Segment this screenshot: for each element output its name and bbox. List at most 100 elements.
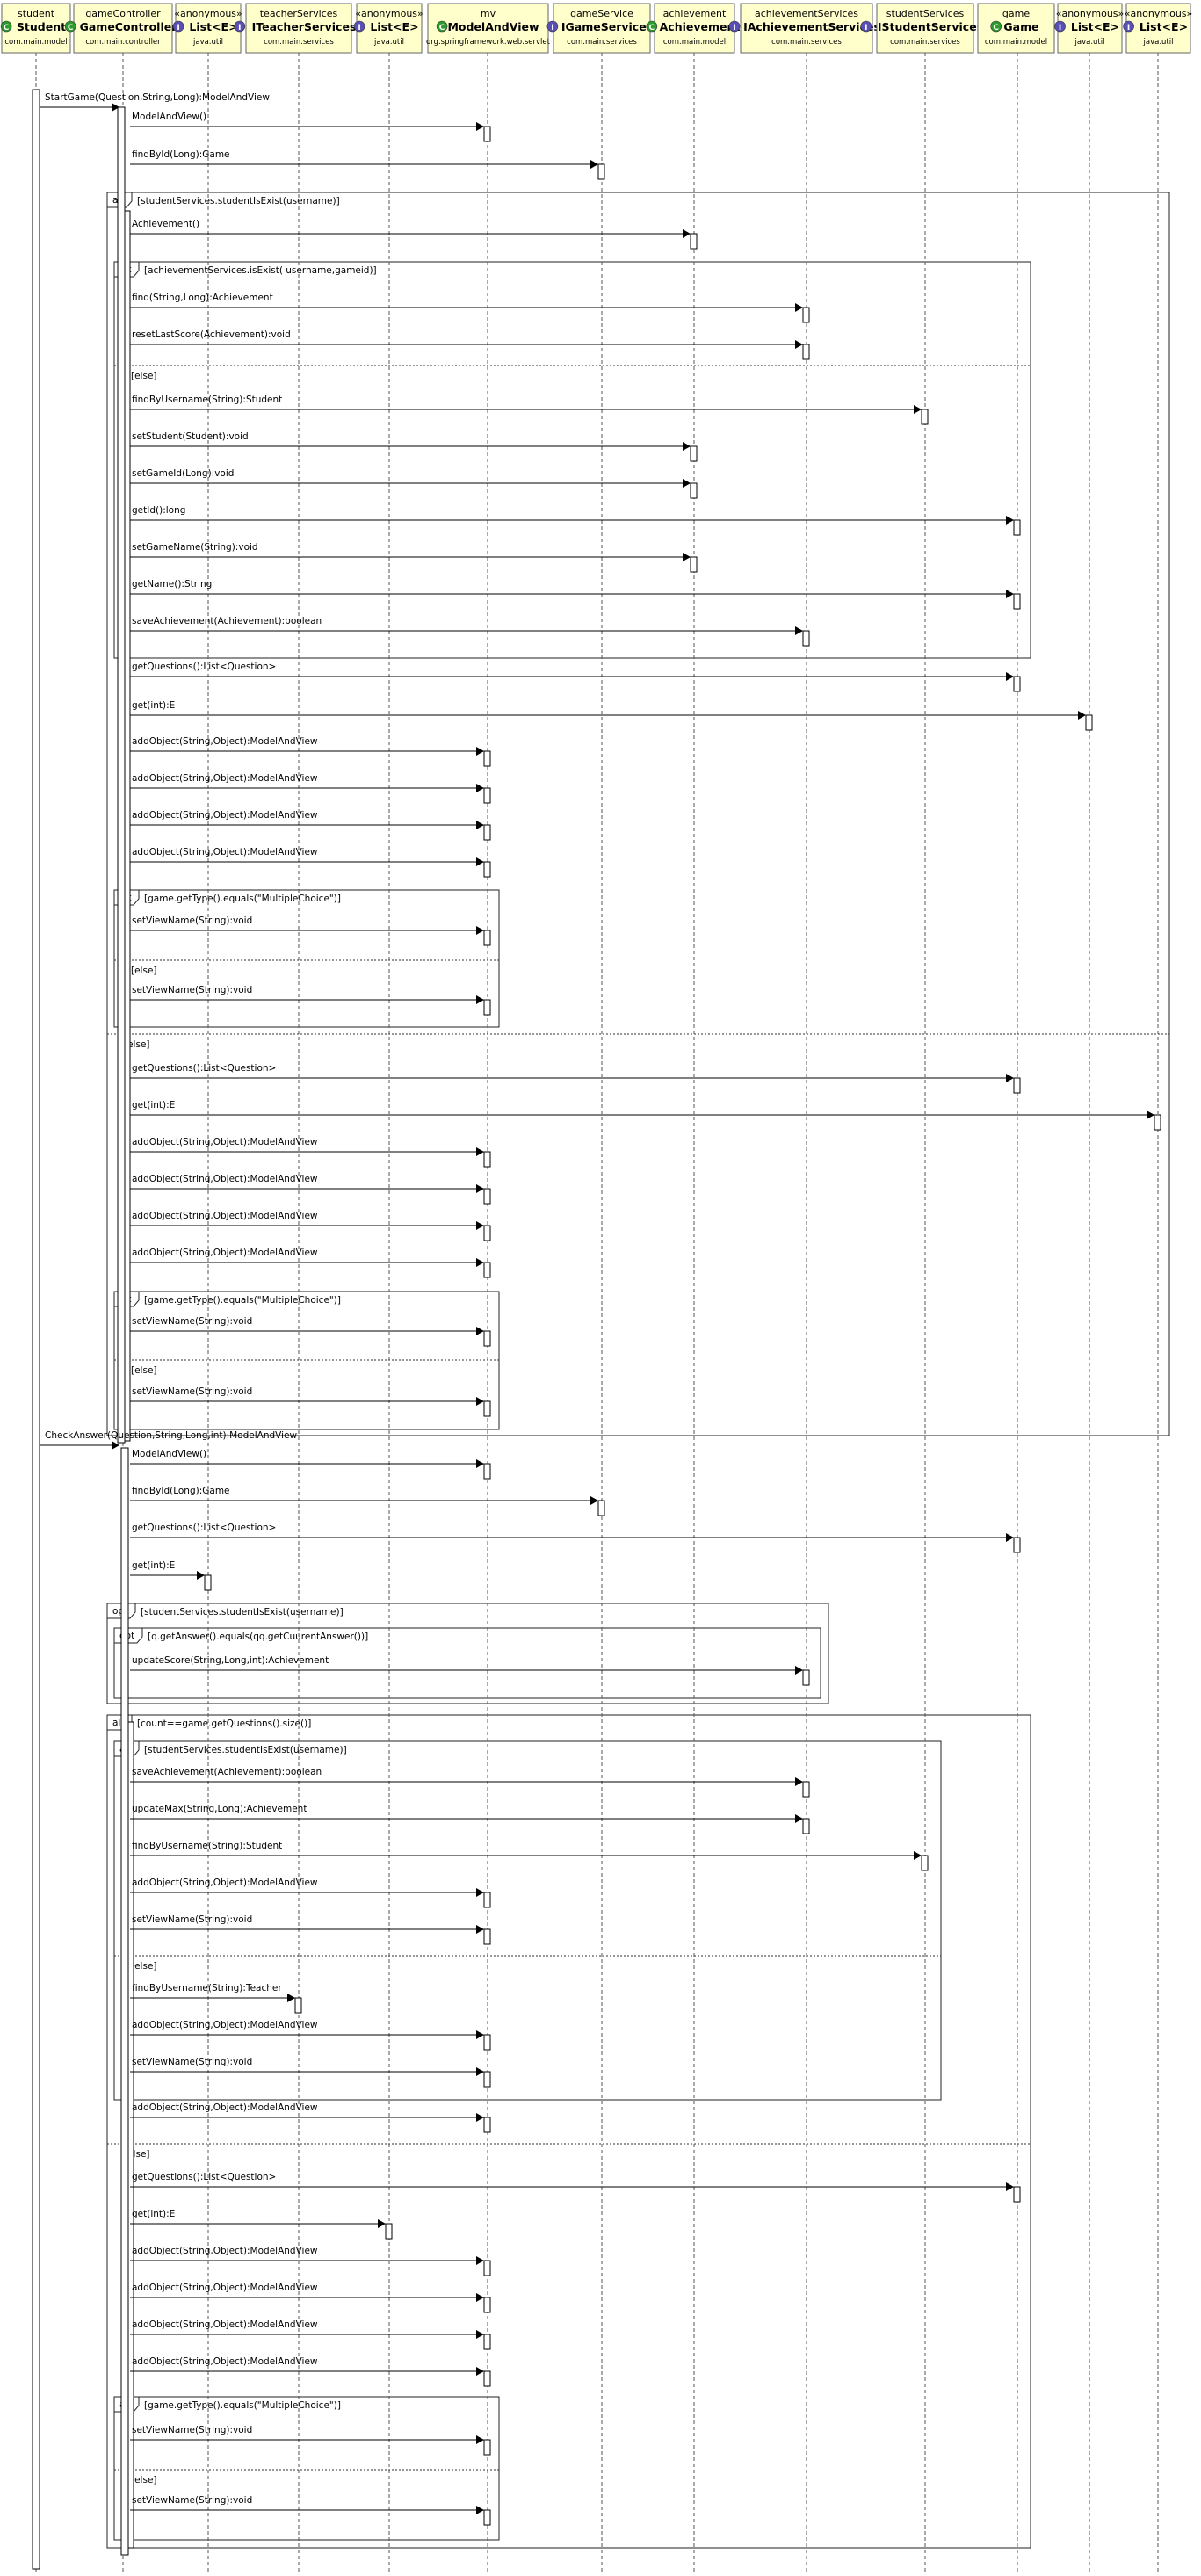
participant-package: com.main.services: [890, 38, 960, 47]
message-arrowhead: [914, 1851, 922, 1860]
activation-bar: [690, 482, 698, 499]
messages-layer: StartGame(Question,String,Long):ModelAnd…: [40, 92, 1161, 2526]
message-arrowhead: [590, 160, 598, 169]
message: setViewName(String):void: [130, 2495, 491, 2526]
participant-instance-name: achievementServices: [755, 8, 858, 19]
participant-box: [427, 3, 549, 54]
message-arrowhead: [476, 2030, 484, 2039]
participant-type-name: IAchievementServices: [743, 20, 880, 33]
interface-icon-glyph: I: [865, 24, 867, 33]
message: setStudent(Student):void: [130, 431, 698, 462]
message: setViewName(String):void: [130, 985, 491, 1016]
interface-icon-glyph: I: [358, 24, 360, 33]
message-arrowhead: [112, 103, 119, 112]
message: getQuestions():List<Question>: [130, 2172, 1021, 2203]
fragments-layer: alt[studentServices.studentIsExist(usern…: [106, 192, 1170, 2549]
interface-icon-glyph: I: [551, 24, 553, 33]
fragment-alt: alt[game.getType().equals("MultipleChoic…: [113, 889, 500, 1028]
message-arrowhead: [1006, 590, 1014, 598]
activation-student: [32, 89, 40, 2570]
message: getName():String: [130, 579, 1021, 610]
fragment-else-guard: [else]: [131, 2475, 157, 2486]
message: findById(Long):Game: [130, 149, 605, 180]
activation-bar: [483, 999, 491, 1016]
activation-bar: [483, 1463, 491, 1480]
participant-type-name: List<E>: [189, 20, 237, 33]
participant-package: com.main.model: [985, 38, 1047, 47]
message-label: addObject(String,Object):ModelAndView: [132, 2246, 318, 2256]
message-arrowhead: [795, 303, 803, 312]
message-arrowhead: [683, 479, 691, 488]
message-label: addObject(String,Object):ModelAndView: [132, 2356, 318, 2367]
message: addObject(String,Object):ModelAndView: [130, 1211, 491, 1241]
fragment-frame: [113, 889, 500, 1028]
message: addObject(String,Object):ModelAndView: [130, 2102, 491, 2133]
activation-bar: [802, 630, 810, 647]
message: Achievement(): [130, 219, 698, 250]
activation-bar: [483, 1151, 491, 1168]
participant-package: com.main.services: [771, 38, 842, 47]
activation-bar: [1013, 1537, 1021, 1553]
message-label: updateScore(String,Long,int):Achievement: [132, 1655, 329, 1666]
class-icon: [436, 20, 448, 33]
message-arrowhead: [1006, 1533, 1014, 1542]
participant-type-name: GameController: [80, 20, 178, 33]
message: findById(Long):Game: [130, 1486, 605, 1516]
activation-bar: [597, 1500, 605, 1516]
message-arrowhead: [1078, 711, 1086, 720]
activation-bar: [483, 2509, 491, 2526]
participant-instance-name: mv: [481, 8, 496, 19]
message: addObject(String,Object):ModelAndView: [130, 2020, 491, 2051]
message: getId():long: [130, 505, 1021, 536]
participant-type-name: List<E>: [370, 20, 418, 33]
activation-bar: [921, 409, 929, 425]
participant-type-name: Achievement: [660, 20, 741, 33]
message: setViewName(String):void: [130, 2057, 491, 2088]
activation-bar: [1085, 714, 1093, 731]
fragment-alt: alt[studentServices.studentIsExist(usern…: [106, 192, 1170, 1436]
message: addObject(String,Object):ModelAndView: [130, 736, 491, 767]
participant-box: [977, 3, 1055, 54]
message-arrowhead: [590, 1496, 598, 1505]
activation-bar: [385, 2223, 393, 2240]
message-arrowhead: [476, 784, 484, 792]
participant-instance-name: studentServices: [886, 8, 965, 19]
participant-type-name: ITeacherServices: [252, 20, 357, 33]
message: CheckAnswer(Question,String,Long,int):Mo…: [40, 1430, 297, 1450]
participant-type-name: Student: [17, 20, 66, 33]
interface-icon: [234, 20, 246, 33]
class-icon: [64, 20, 76, 33]
activation-bar: [483, 930, 491, 946]
message-arrowhead: [287, 1994, 295, 2002]
fragment-frame: [106, 1603, 829, 1704]
message-arrowhead: [683, 229, 691, 238]
message-label: findByUsername(String):Teacher: [132, 1983, 282, 1994]
participant-package: com.main.controller: [85, 38, 161, 47]
message: StartGame(Question,String,Long):ModelAnd…: [40, 92, 270, 112]
interface-icon-glyph: I: [177, 24, 179, 33]
activation-bar: [483, 750, 491, 767]
participant-package: java.util: [1074, 38, 1105, 47]
message-label: setViewName(String):void: [132, 2495, 252, 2506]
class-icon-glyph: C: [993, 24, 999, 33]
message-label: getQuestions():List<Question>: [132, 1063, 276, 1074]
fragment-guard: [game.getType().equals("MultipleChoice")…: [144, 894, 341, 904]
message: setViewName(String):void: [130, 2425, 491, 2456]
participant-instance-name: «anonymous»: [174, 8, 242, 19]
participant-type-name: ModelAndView: [447, 20, 539, 33]
message-label: ModelAndView(): [132, 112, 206, 122]
message: addObject(String,Object):ModelAndView: [130, 1174, 491, 1205]
participant-instance-name: game: [1002, 8, 1030, 19]
message: addObject(String,Object):ModelAndView: [130, 810, 491, 841]
participant-box: [876, 3, 974, 54]
activation-gameController: [120, 1447, 129, 2556]
message: setGameName(String):void: [130, 542, 698, 573]
message-label: findByUsername(String):Student: [132, 394, 282, 405]
activation-bar: [1013, 2186, 1021, 2203]
fragment-frame: [106, 1714, 1031, 2549]
